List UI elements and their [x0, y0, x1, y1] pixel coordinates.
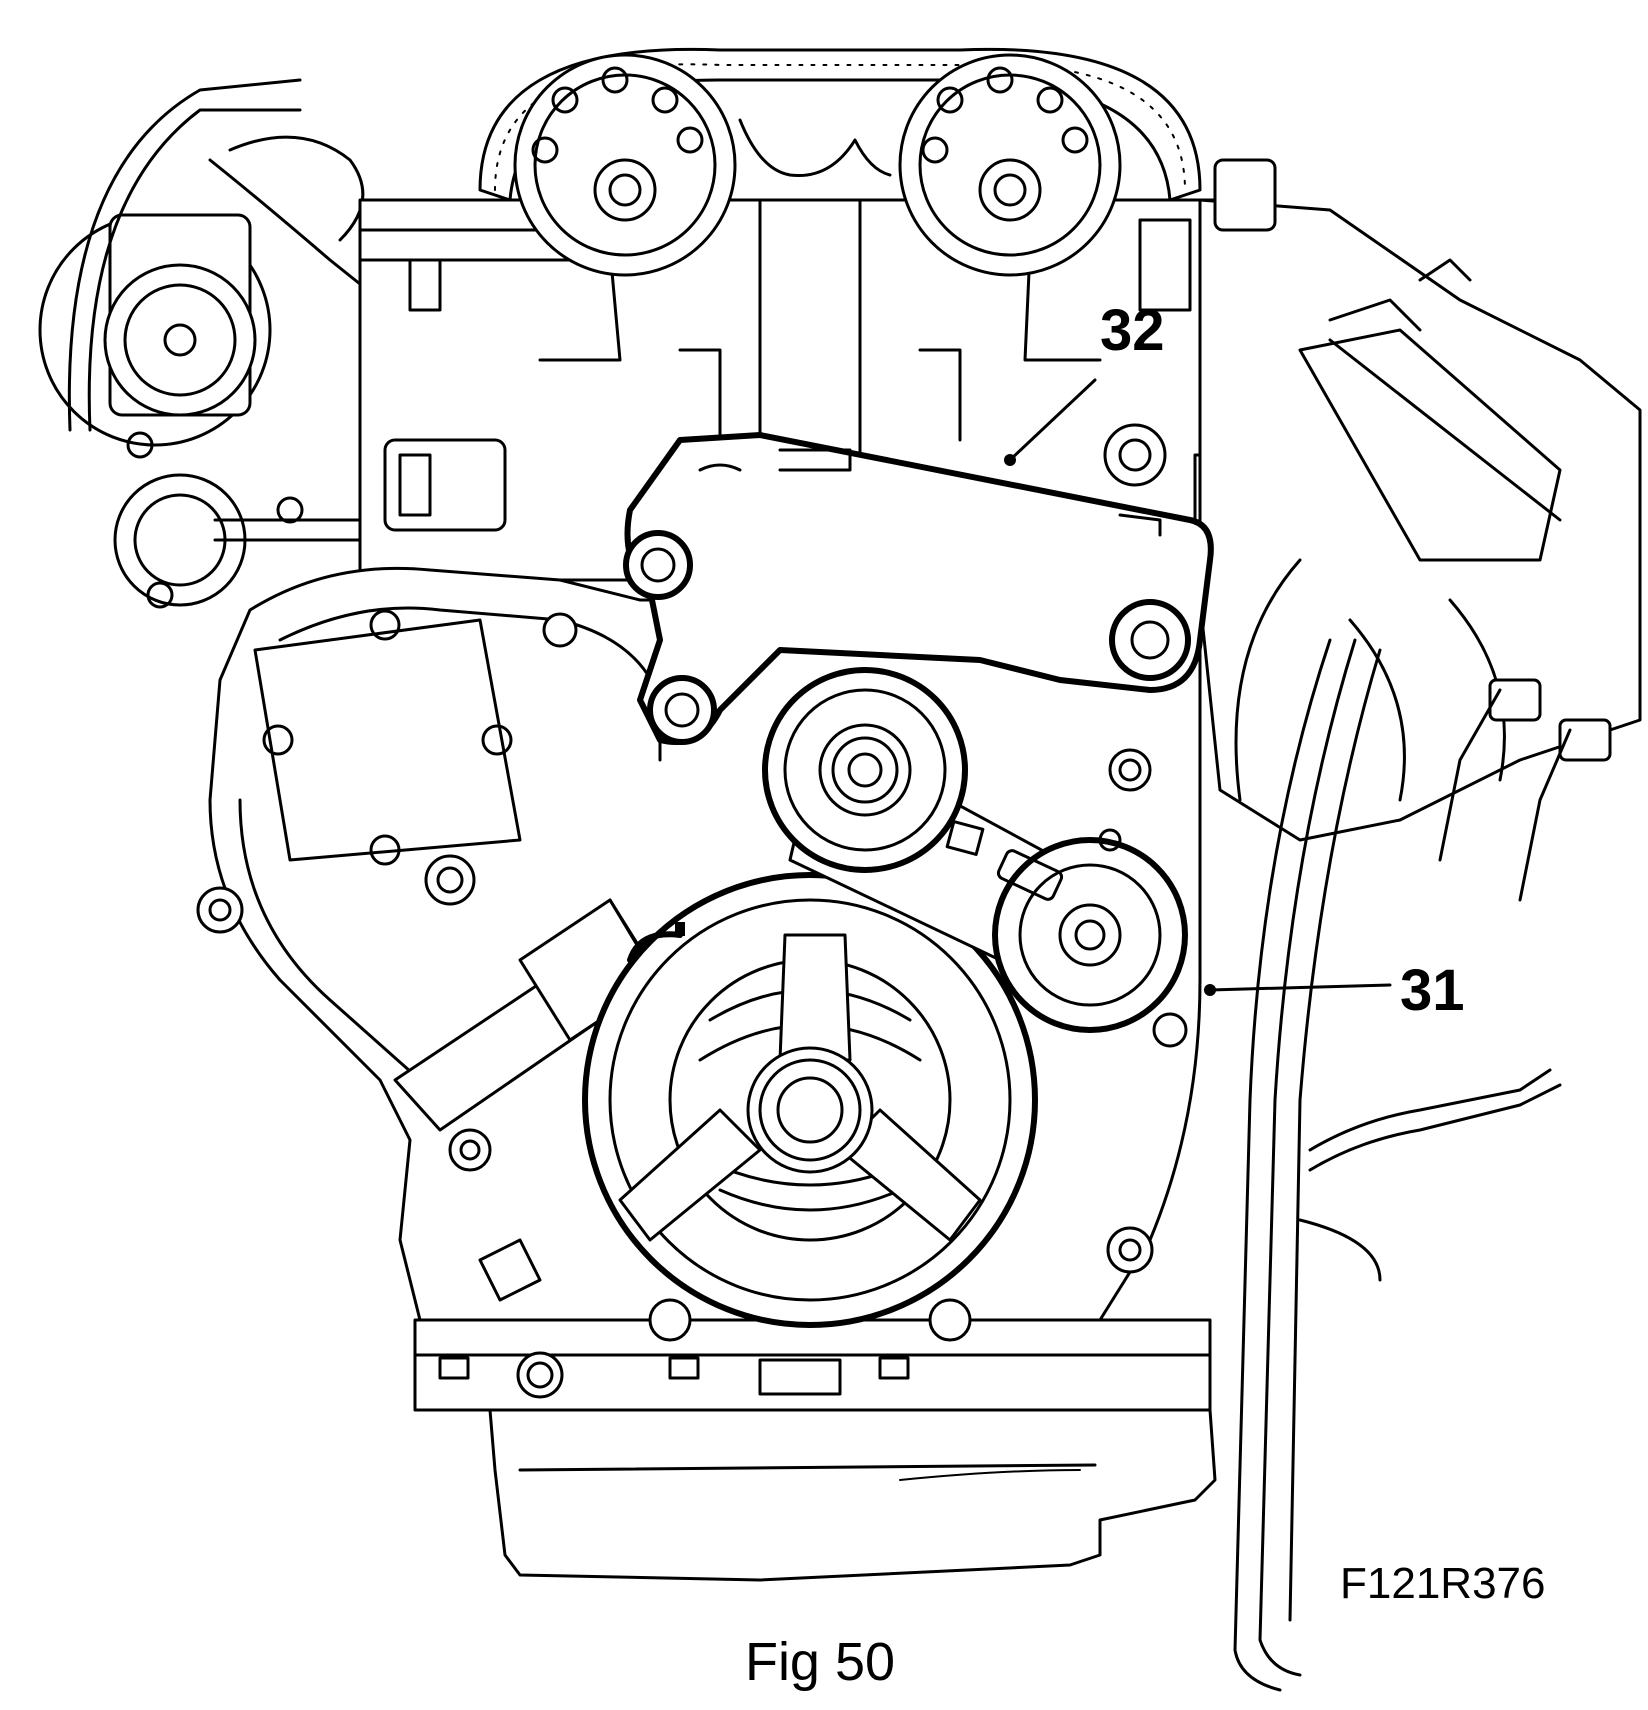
crankshaft-pulley: [582, 872, 1038, 1328]
callout-31-label: 31: [1400, 958, 1465, 1023]
camshaft-sprocket-right: [898, 53, 1122, 277]
callout-32: 32: [1004, 298, 1165, 466]
callout-31: 31: [1204, 958, 1465, 1023]
intake-manifold: [1198, 158, 1642, 902]
fuel-lines: [1233, 638, 1562, 1692]
figure-caption: Fig 50: [745, 1632, 895, 1692]
oil-pan: [413, 1318, 1217, 1582]
alternator: [38, 78, 402, 609]
camshaft-sprocket-left: [513, 53, 737, 277]
crank-sensor: [393, 898, 662, 1302]
mounting-bracket: [623, 432, 1214, 745]
figure-reference-code: F121R376: [1340, 1559, 1545, 1608]
callout-32-label: 32: [1100, 298, 1165, 363]
idler-pulley: [762, 667, 968, 873]
